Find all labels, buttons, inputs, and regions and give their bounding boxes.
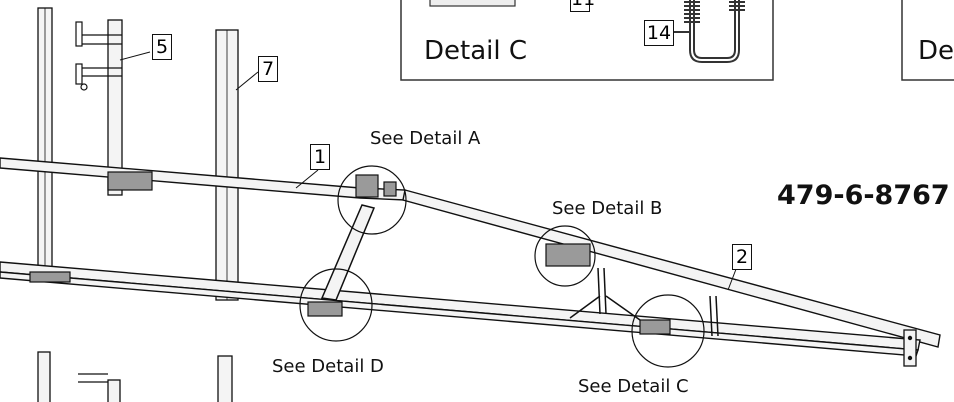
left-post [37,7,53,279]
callout-7: 7 [258,56,278,82]
detail-b-circle [534,225,596,287]
post-7 [215,29,259,301]
clamp-hardware [29,171,671,335]
detail-d-circle [299,268,373,342]
detail-c-circle [631,294,705,368]
see-detail-c: See Detail C [578,376,689,397]
detail-c-panel-part [429,0,516,7]
end-plate [903,329,917,367]
detail-a-circle [337,165,407,235]
brace [320,204,719,337]
detail-c-panel [400,0,774,81]
see-detail-b: See Detail B [552,198,663,219]
phone-number: 479-6-8767 [777,180,950,211]
callout-5: 5 [152,34,172,60]
post-5 [75,19,151,196]
see-detail-d: See Detail D [272,356,384,377]
callout-2: 2 [732,244,752,270]
lower-rail [0,261,921,357]
see-detail-a: See Detail A [370,128,481,149]
callout-1: 1 [310,144,330,170]
detail-d-panel [901,0,954,81]
detail-c-title: Detail C [424,36,528,66]
lower-posts [37,351,233,402]
callout-14: 14 [644,20,674,46]
callout-11: 11 [570,0,595,12]
detail-d-title: De [918,36,954,66]
